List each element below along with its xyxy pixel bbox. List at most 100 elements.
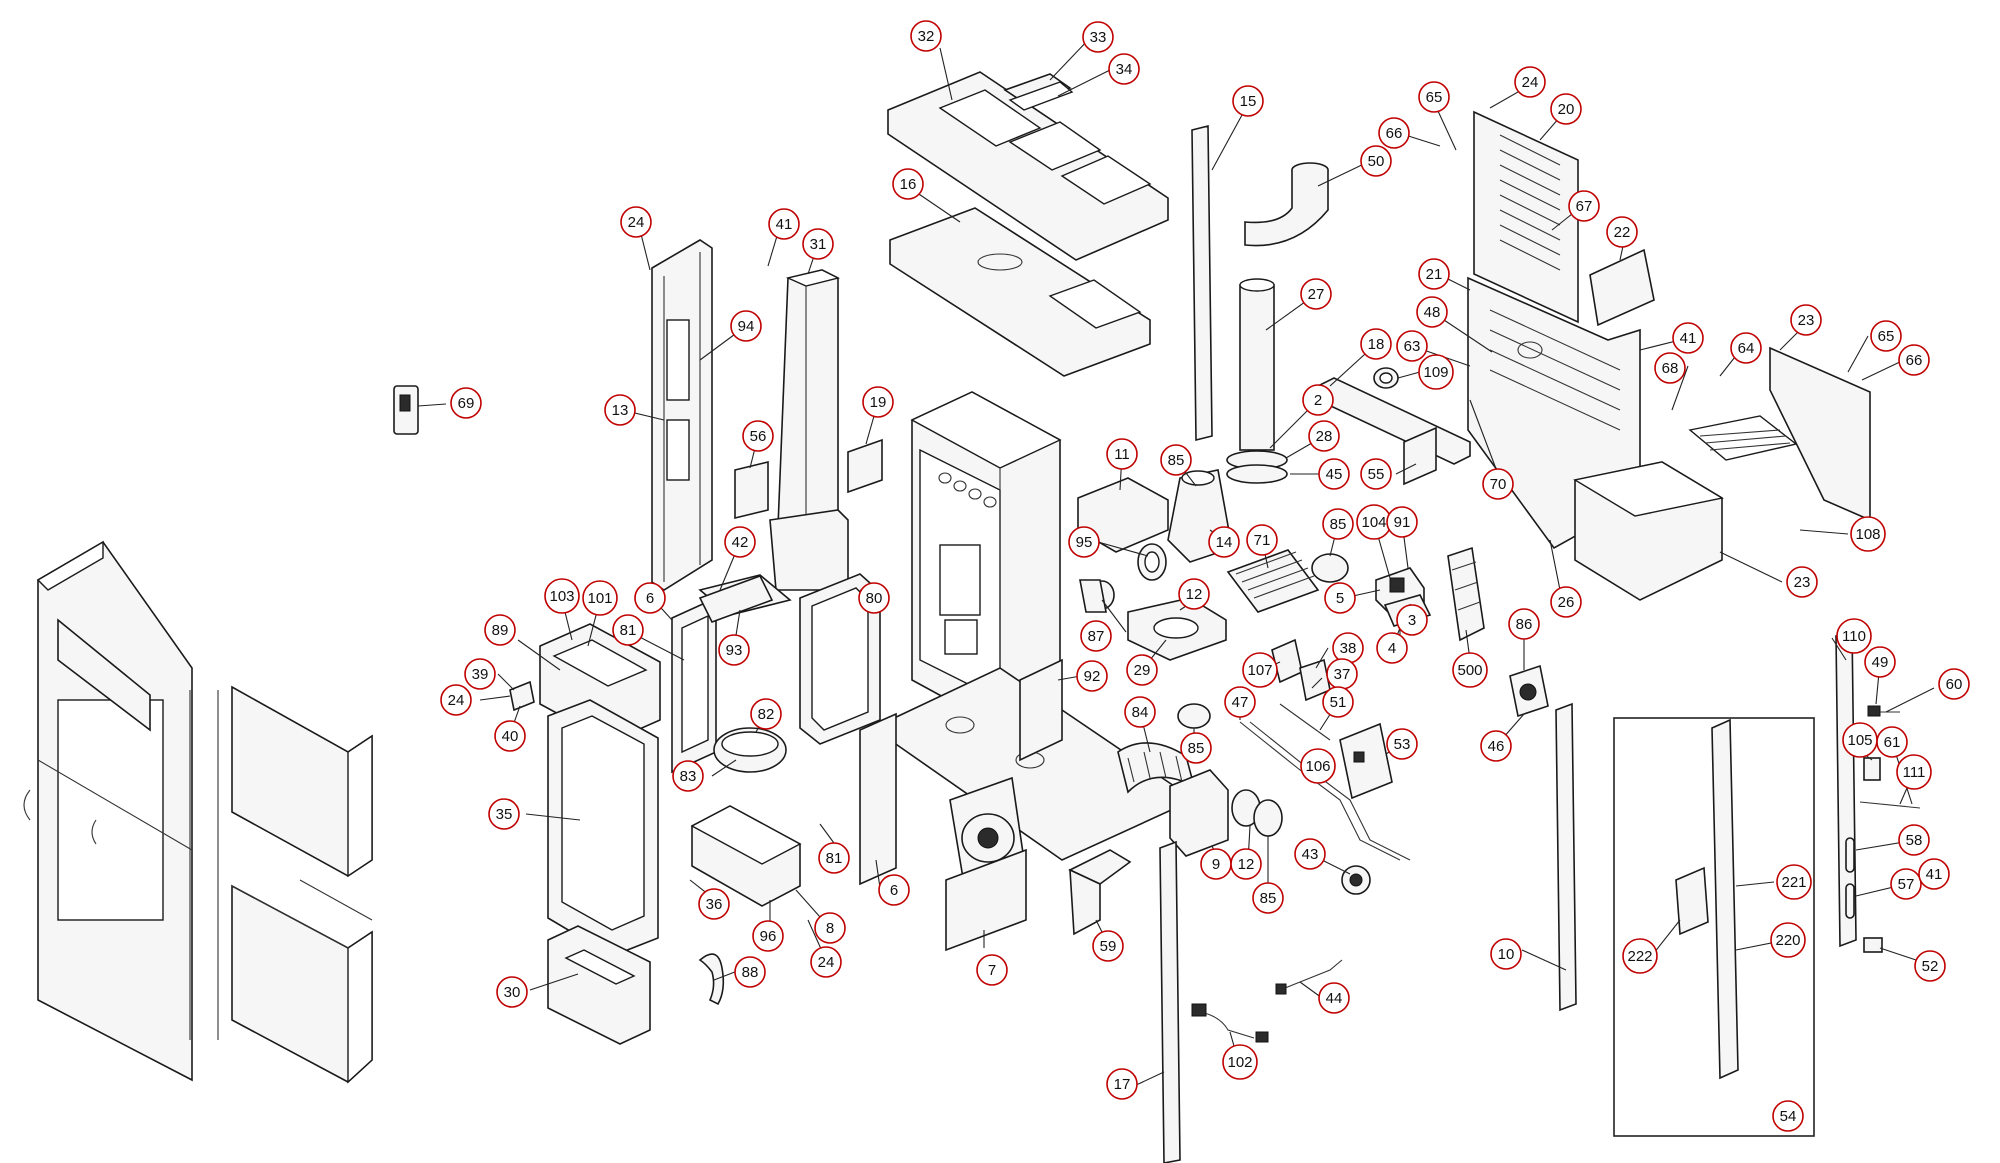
callout-label: 24	[818, 954, 835, 971]
callout-32: 32	[910, 20, 942, 52]
flue-elbow-50	[1244, 162, 1329, 247]
callout-circle	[802, 228, 834, 260]
callout-label: 93	[726, 642, 743, 659]
callout-label: 30	[504, 984, 521, 1001]
callout-label: 8	[826, 920, 834, 937]
callout-label: 81	[826, 850, 843, 867]
callout-8: 8	[814, 912, 846, 944]
callout-label: 2	[1314, 392, 1322, 409]
flue-pipe-27	[1226, 278, 1288, 484]
callout-34: 34	[1108, 53, 1140, 85]
callout-label: 86	[1516, 616, 1533, 633]
motor-86-46	[1509, 664, 1549, 718]
cladding-strips	[189, 690, 373, 1040]
callout-label: 87	[1088, 628, 1105, 645]
callout-12: 12	[1230, 848, 1262, 880]
callout-44: 44	[1318, 982, 1350, 1014]
callout-circle	[810, 946, 842, 978]
callout-circle	[724, 526, 756, 558]
callout-label: 66	[1906, 352, 1923, 369]
callout-label: 5	[1336, 590, 1344, 607]
callout-circle	[1302, 384, 1334, 416]
callout-circle	[1080, 620, 1112, 652]
callout-circle	[1068, 526, 1100, 558]
outer-cladding-front	[23, 540, 193, 1082]
callout-circle	[672, 760, 704, 792]
callout-circle	[1850, 516, 1886, 552]
callout-circle	[1180, 732, 1212, 764]
callout-circle	[1126, 654, 1158, 686]
callout-label: 41	[1926, 866, 1943, 883]
ring-87	[1079, 579, 1115, 613]
callout-label: 60	[1946, 676, 1963, 693]
callout-circle	[1360, 458, 1392, 490]
gasket-85-c	[1177, 703, 1211, 729]
callout-92: 92	[1076, 660, 1108, 692]
lower-panel-30	[547, 925, 651, 1045]
callout-label: 101	[587, 590, 612, 607]
callout-65: 65	[1418, 81, 1450, 113]
callout-label: 33	[1090, 29, 1107, 46]
callout-47: 47	[1224, 686, 1256, 718]
callout-circle	[1654, 352, 1686, 384]
callout-38: 38	[1332, 632, 1364, 664]
callout-66: 66	[1378, 117, 1410, 149]
callout-circle	[858, 582, 890, 614]
callout-41: 41	[1672, 322, 1704, 354]
callout-label: 51	[1330, 694, 1347, 711]
callout-circle	[1772, 1100, 1804, 1132]
callout-circle	[734, 956, 766, 988]
callout-circle	[1898, 824, 1930, 856]
callout-39: 39	[464, 658, 496, 690]
strip-17	[1159, 840, 1181, 1163]
callout-circle	[1308, 420, 1340, 452]
callout-circle	[878, 874, 910, 906]
callout-circle	[1076, 660, 1108, 692]
callout-label: 11	[1114, 446, 1130, 463]
callout-circle	[1242, 652, 1278, 688]
glass-door-35	[547, 699, 659, 957]
callout-label: 28	[1316, 428, 1333, 445]
callout-label: 24	[448, 692, 465, 709]
callout-label: 57	[1898, 876, 1915, 893]
callout-circle	[1730, 332, 1762, 364]
callout-50: 50	[1360, 145, 1392, 177]
callout-label: 7	[988, 962, 996, 979]
callout-label: 67	[1576, 198, 1593, 215]
callout-label: 23	[1794, 574, 1811, 591]
outer-cladding-side-bottom	[231, 884, 373, 1084]
callout-circle	[1396, 330, 1428, 362]
callout-4: 4	[1376, 632, 1408, 664]
callout-3: 3	[1396, 604, 1428, 636]
callout-label: 41	[1680, 330, 1697, 347]
callout-circle	[1606, 216, 1638, 248]
callout-circle	[862, 386, 894, 418]
callout-36: 36	[698, 888, 730, 920]
callout-label: 12	[1186, 586, 1203, 603]
callout-label: 54	[1780, 1108, 1797, 1125]
callout-label: 48	[1424, 304, 1441, 321]
callout-circle	[1324, 582, 1356, 614]
callout-circle	[1224, 686, 1256, 718]
callout-label: 102	[1227, 1054, 1252, 1071]
callout-circle	[1322, 686, 1354, 718]
callout-circle	[1622, 938, 1658, 974]
bracket-56	[734, 460, 769, 520]
callout-circle	[1300, 748, 1336, 784]
callout-label: 61	[1884, 734, 1901, 751]
side-panel-23-top	[1769, 346, 1871, 522]
callout-24: 24	[1514, 66, 1546, 98]
callout-circle	[1092, 930, 1124, 962]
callout-circle	[1672, 322, 1704, 354]
callout-222: 222	[1622, 938, 1658, 974]
callout-circle	[464, 658, 496, 690]
callout-81: 81	[818, 842, 850, 874]
callout-label: 34	[1116, 61, 1133, 78]
callout-label: 85	[1260, 890, 1277, 907]
callout-19: 19	[862, 386, 894, 418]
callout-circle	[814, 912, 846, 944]
callout-circle	[1222, 1044, 1258, 1080]
callout-label: 69	[458, 395, 475, 412]
